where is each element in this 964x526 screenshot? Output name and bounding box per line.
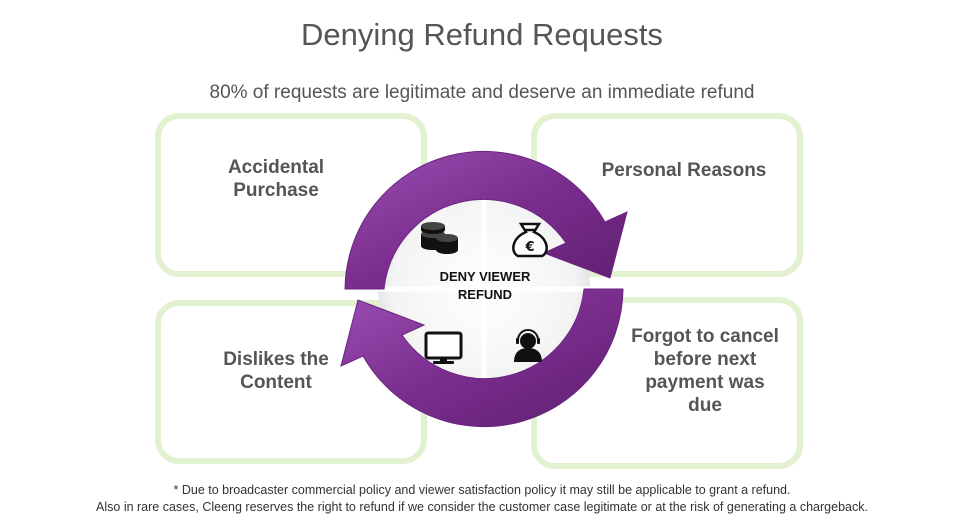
money-bag-euro-icon	[512, 222, 548, 258]
coins-icon	[421, 222, 458, 254]
euro-symbol: €	[524, 240, 534, 255]
label-personal-reasons: Personal Reasons	[601, 160, 767, 181]
page-title: Denying Refund Requests	[301, 17, 663, 52]
footnote-1: * Due to broadcaster commercial policy a…	[173, 483, 791, 497]
label-accidental-purchase: Accidental Purchase	[227, 157, 325, 201]
label-forgot-to-cancel: Forgot to cancel before next payment was…	[631, 326, 779, 416]
support-agent-icon	[514, 329, 542, 362]
page-subtitle: 80% of requests are legitimate and deser…	[209, 82, 755, 103]
monitor-icon	[424, 331, 463, 364]
center-label: DENY VIEWER REFUND	[439, 269, 531, 302]
footnote-2: Also in rare cases, Cleeng reserves the …	[96, 500, 868, 514]
upper-cycle-arrow	[344, 150, 628, 290]
box-accidental-purchase	[155, 113, 427, 277]
label-dislikes-content: Dislikes the Content	[223, 349, 329, 393]
